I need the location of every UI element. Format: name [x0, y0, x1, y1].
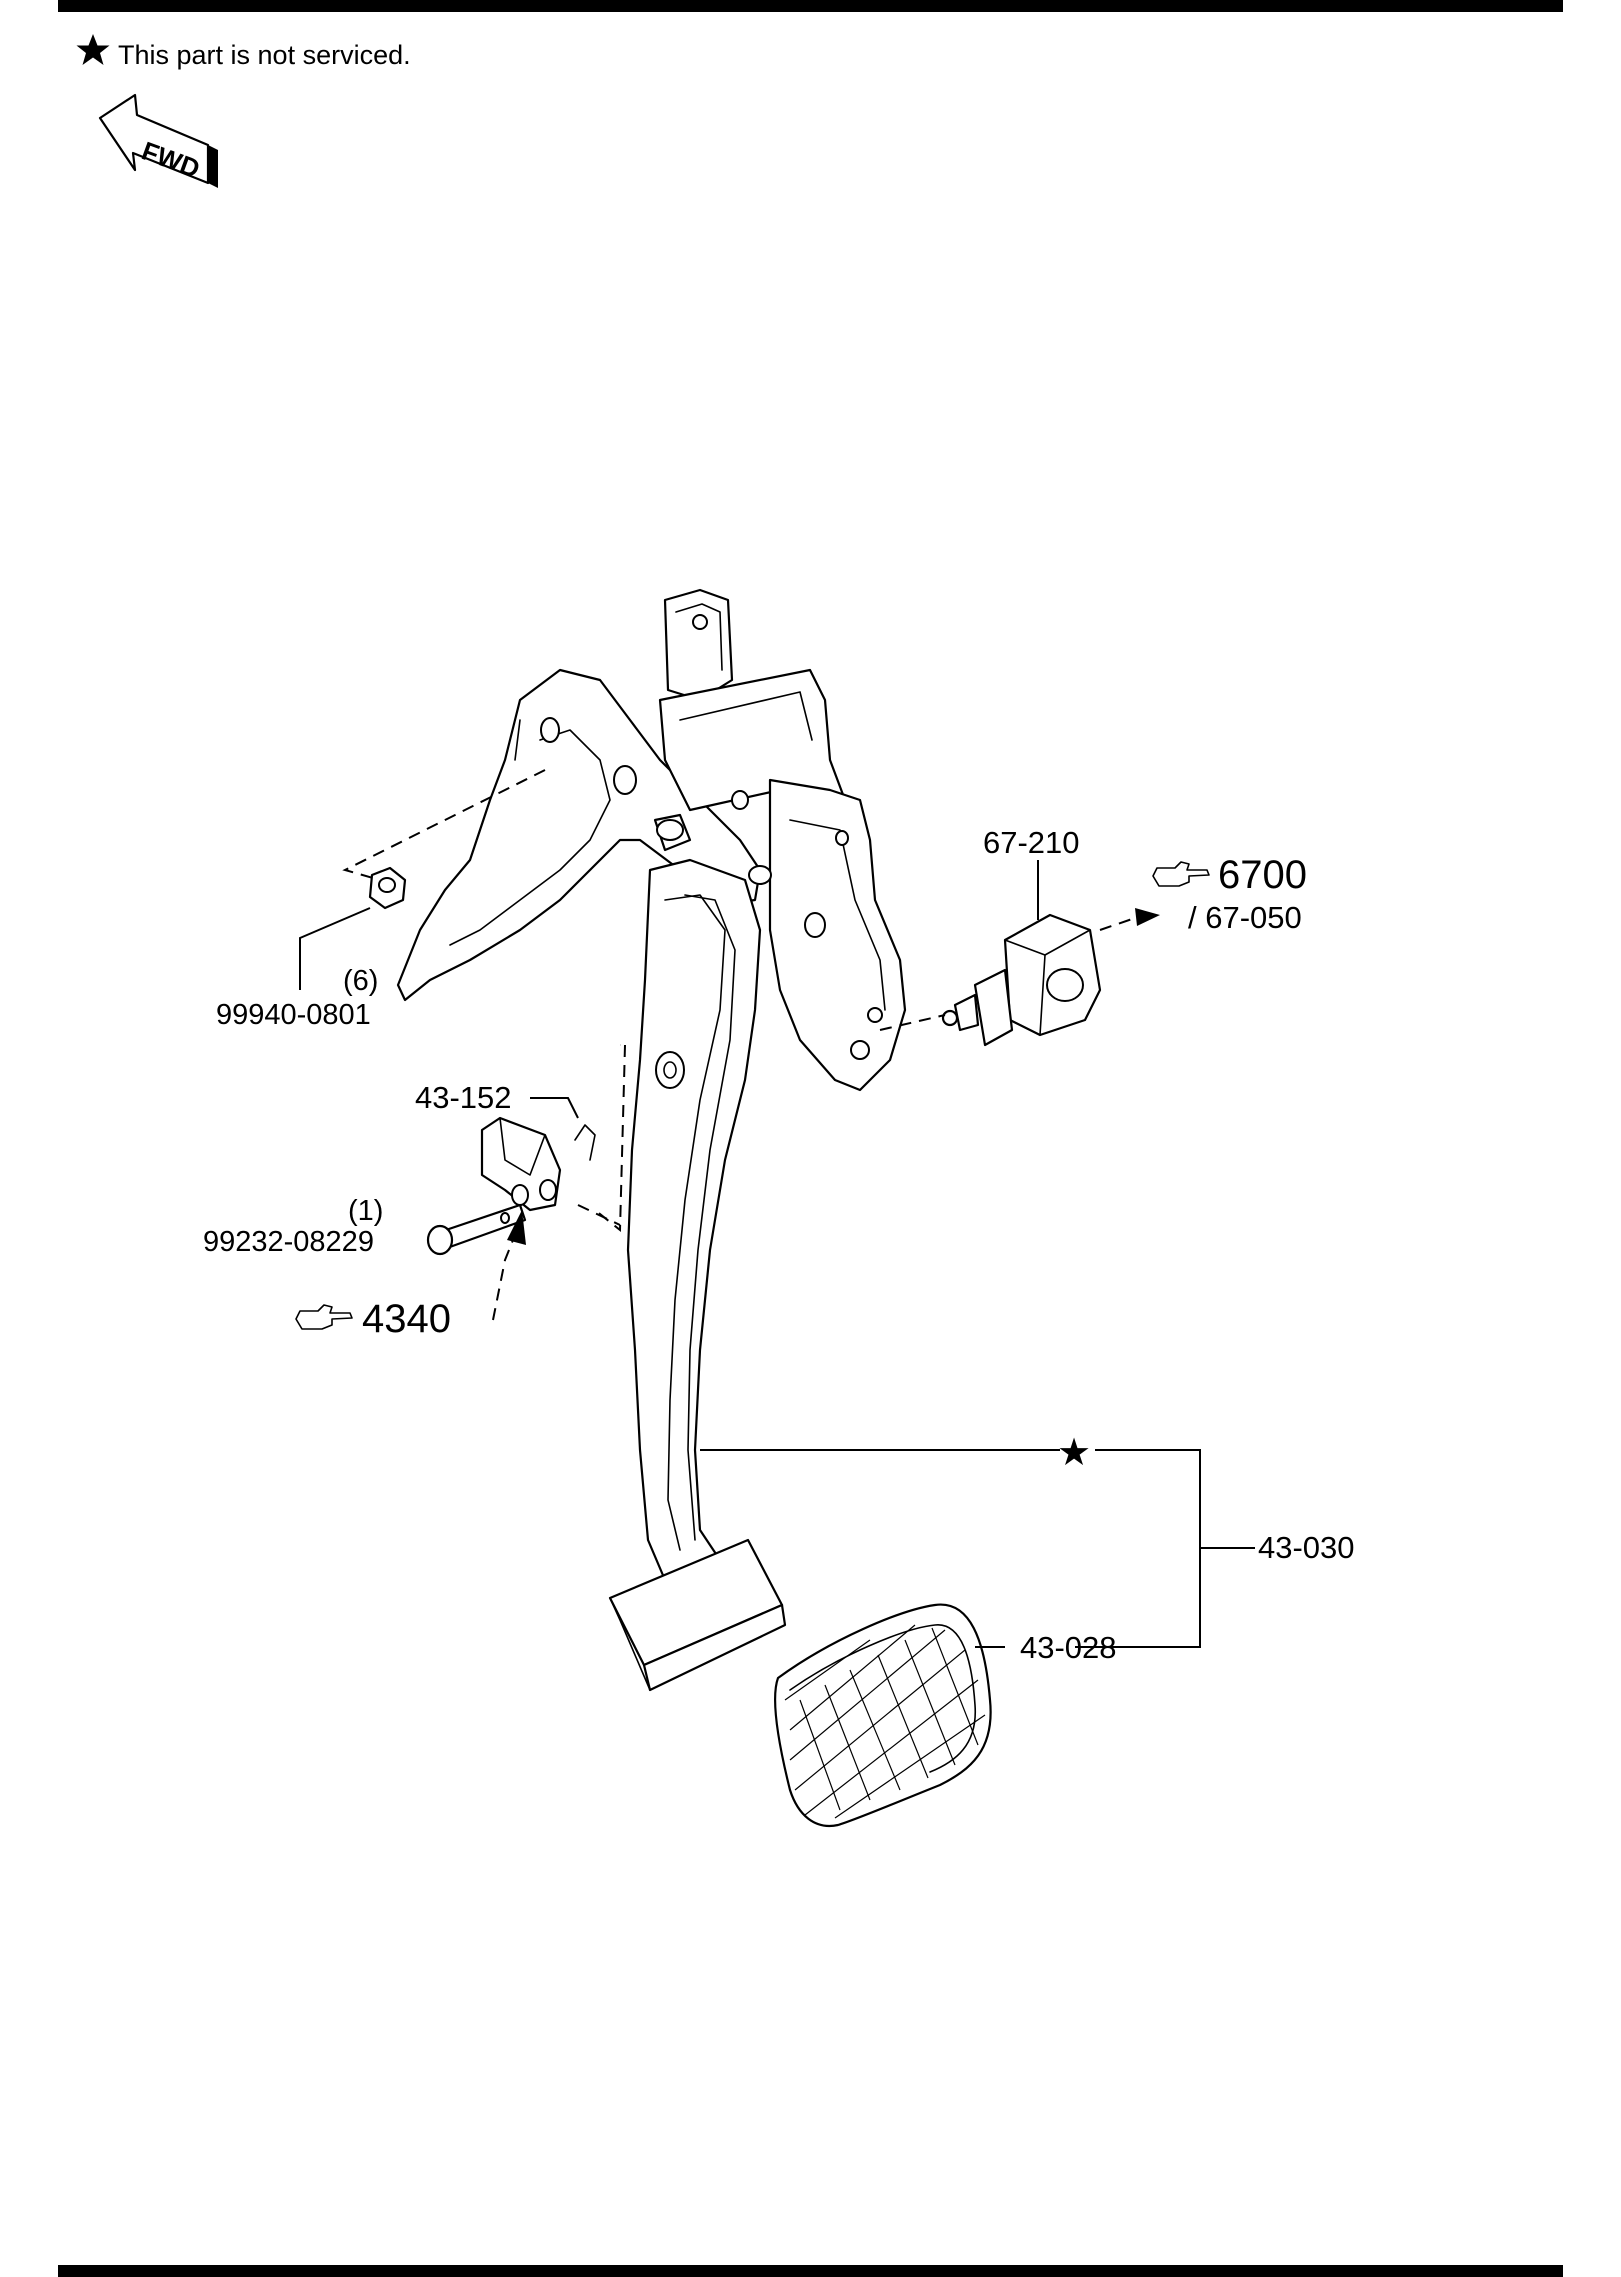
pedal-pad-cover	[774, 1603, 992, 1828]
pin-part-number[interactable]: 99232-08229	[203, 1226, 374, 1258]
pin-quantity: (1)	[348, 1195, 383, 1227]
top-border	[58, 0, 1563, 12]
pedal-assembly-part-number[interactable]: 43-030	[1258, 1530, 1355, 1565]
reference-4340[interactable]: 4340	[362, 1297, 451, 1341]
pedal-bracket	[396, 588, 907, 1092]
connector-dashline	[1099, 917, 1136, 931]
not-serviced-star: ★	[1057, 1432, 1091, 1474]
clevis	[480, 1116, 596, 1212]
pushrod-dashline	[492, 1234, 516, 1321]
connector-arrowhead	[1135, 908, 1160, 926]
assembly-bracket-leader	[1075, 1449, 1201, 1648]
switch-part-number[interactable]: 67-210	[983, 825, 1080, 860]
clevis-dashline-2	[577, 1204, 621, 1226]
pointing-hand-icon[interactable]	[295, 1304, 353, 1330]
nut	[368, 866, 407, 910]
nut-dashline	[342, 769, 546, 881]
clevis-leader	[530, 1097, 579, 1119]
nut-quantity: (6)	[343, 965, 378, 997]
reference-6700[interactable]: 6700	[1218, 853, 1307, 897]
pedal-pad-mounted	[608, 1538, 787, 1692]
stop-light-switch	[941, 913, 1102, 1047]
bottom-border	[58, 2265, 1563, 2277]
pedal-pad-part-number[interactable]: 43-028	[1020, 1630, 1117, 1665]
clevis-dashline-1	[594, 1044, 626, 1233]
fwd-arrow-icon: FWD	[98, 93, 218, 188]
not-serviced-note: This part is not serviced.	[118, 40, 411, 70]
nut-part-number[interactable]: 99940-0801	[216, 999, 371, 1031]
pushrod-arrowhead	[507, 1210, 526, 1245]
star-icon	[76, 34, 110, 65]
note-symbol: ★	[0, 0, 1, 1]
clevis-pin	[426, 1203, 527, 1256]
switch-dashline	[879, 1014, 946, 1031]
pointing-hand-icon[interactable]	[1152, 861, 1210, 887]
pedal-arm	[626, 858, 762, 1592]
clevis-part-number[interactable]: 43-152	[415, 1080, 512, 1115]
nut-leader	[299, 907, 371, 990]
reference-67-050[interactable]: / 67-050	[1188, 900, 1302, 935]
